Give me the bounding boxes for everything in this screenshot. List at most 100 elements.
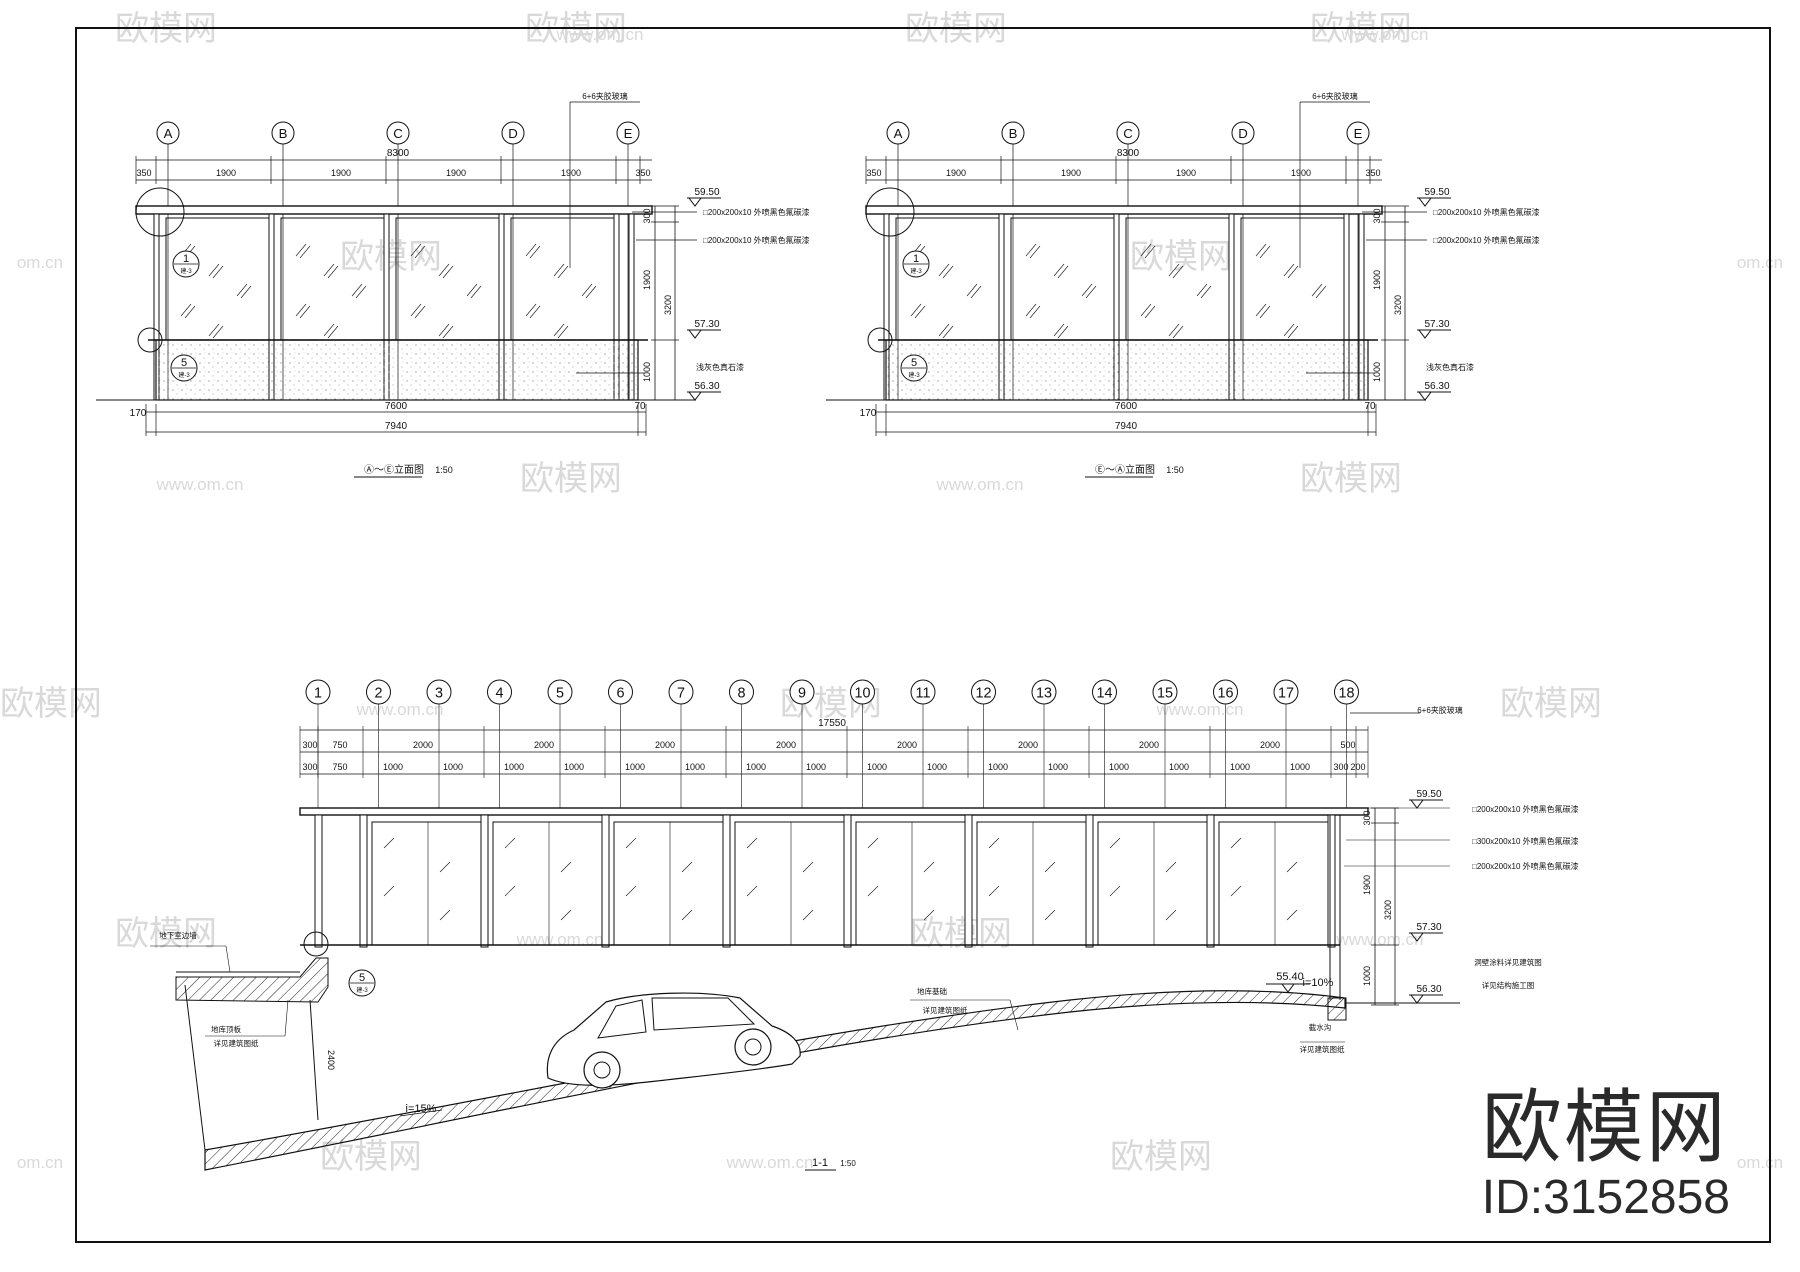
sec-glass-hatch-7-0 (1230, 837, 1242, 849)
glass-hatch-b-2-1 (1172, 265, 1184, 279)
sec-axis-18-label: 18 (1338, 685, 1354, 701)
sec-dim-row2-4: 1000 (504, 762, 524, 772)
glass-hatch-b-2-3 (1144, 305, 1156, 319)
sec-note-beam2: □300x200x10 外喷黑色氟碳漆 (1472, 836, 1579, 846)
sec-detail-zone (303, 931, 329, 957)
sec-drain (1327, 997, 1347, 1021)
note-glass: 6+6夹胶玻璃 (1312, 91, 1358, 101)
sec-dim-row2-12: 1000 (988, 762, 1008, 772)
elev-mid-triangle (1418, 329, 1432, 339)
glass-panel-1 (1010, 217, 1119, 341)
sec-axis-5-label: 5 (556, 685, 564, 701)
glass-hatch-2-3 (1140, 303, 1152, 317)
car-window-front (651, 997, 756, 1031)
dim-span-5: 350 (1365, 168, 1380, 178)
glass-hatch-b-1-4 (1057, 325, 1069, 339)
car-drawing (546, 992, 801, 1089)
sec-vdim-2: 1000 (1362, 966, 1372, 986)
glass-hatch-2-4 (438, 323, 450, 337)
watermark-brand-11: 欧模网 (115, 915, 217, 953)
sec-glass-hatch-5-0 (988, 837, 1000, 849)
glass-hatch-b-0-4 (942, 325, 954, 339)
glass-hatch-b-3-3 (529, 305, 541, 319)
glass-hatch-0-1 (208, 263, 220, 277)
watermark-brand-5: 欧模网 (1130, 238, 1232, 276)
sec-column-2 (480, 814, 489, 948)
sec-left1-leader (225, 945, 231, 973)
glass-hatch-3-2 (1311, 283, 1323, 297)
glass-hatch-b-0-1 (942, 265, 954, 279)
view-title: Ⓐ～Ⓔ立面图 (364, 463, 424, 476)
glass-hatch-b-0-2 (240, 285, 252, 299)
glass-hatch-b-1-2 (1085, 285, 1097, 299)
note-base: 浅灰色真石漆 (696, 362, 744, 372)
sec-note-right1: 洞壁涂料详见建筑图 (1474, 957, 1542, 967)
sec-dim-row1-10: 500 (1340, 740, 1355, 750)
watermark-site-1: www.om.cn (1341, 25, 1429, 44)
sec-axis-1-label: 1 (314, 685, 322, 701)
watermark-brand-6: 欧模网 (520, 460, 622, 498)
elev-top-triangle (1418, 197, 1432, 207)
note-base: 浅灰色真石漆 (1426, 362, 1474, 372)
sec-dim-row1-5: 2000 (776, 740, 796, 750)
elev-mid-triangle (688, 329, 702, 339)
sec-dim-row2-19: 200 (1350, 762, 1365, 772)
glass-hatch-0-1 (938, 263, 950, 277)
sec-dim-row1-9: 2000 (1260, 740, 1280, 750)
sec-column-6 (964, 814, 973, 948)
base-wall (885, 339, 1369, 401)
glass-hatch-b-1-4 (327, 325, 339, 339)
glass-hatch-b-1-3 (1029, 305, 1041, 319)
glass-hatch-2-4 (1168, 323, 1180, 337)
glass-hatch-b-2-1 (442, 265, 454, 279)
watermark-site-7: www.om.cn (1336, 930, 1424, 949)
glass-hatch-b-3-4 (1287, 325, 1299, 339)
glass-hatch-b-2-0 (1144, 245, 1156, 259)
elev-mid-text: 57.30 (1424, 319, 1449, 330)
dim-span-3: 1900 (446, 168, 466, 178)
glass-hatch-b-2-0 (414, 245, 426, 259)
sec-left-wall-line (184, 984, 206, 1151)
sec-note-drain1: 截水沟 (1309, 1022, 1332, 1032)
detail-2-num: 5 (911, 357, 917, 369)
dim-span-0: 350 (136, 168, 151, 178)
watermark-side-2: om.cn (17, 1153, 63, 1172)
vdim-2: 1000 (642, 362, 652, 382)
vdim-1: 1900 (642, 270, 652, 290)
watermark-brand-4: 欧模网 (340, 238, 442, 276)
glass-hatch-3-4 (553, 323, 565, 337)
roof-beam (865, 205, 1383, 215)
view-title: Ⓔ～Ⓐ立面图 (1095, 463, 1155, 476)
sec-glass-hatch-3-3 (802, 909, 814, 921)
glass-hatch-b-0-3 (914, 305, 926, 319)
sec-glass-hatch-0-2 (383, 885, 395, 897)
sec-vdim-1: 1900 (1362, 875, 1372, 895)
car-wheel-rear (583, 1051, 621, 1089)
sec-dim-row1-7: 2000 (1018, 740, 1038, 750)
elev-bot-text: 56.30 (694, 381, 719, 392)
glass-hatch-b-2-2 (470, 285, 482, 299)
sec-axis-12-label: 12 (975, 685, 991, 701)
watermark-side-1: om.cn (1737, 253, 1783, 272)
dim-span-2: 1900 (331, 168, 351, 178)
watermark-site-0: www.om.cn (556, 25, 644, 44)
sec-note-right2: 详见结构施工图 (1482, 980, 1535, 990)
glass-hatch-2-0 (1140, 243, 1152, 257)
glass-hatch-2-1 (1168, 263, 1180, 277)
glass-hatch-3-0 (1255, 243, 1267, 257)
sec-elev-top-triangle (1410, 799, 1424, 809)
glass-hatch-3-1 (553, 263, 565, 277)
glass-hatch-2-2 (1196, 283, 1208, 297)
vdim-1: 1900 (1372, 270, 1382, 290)
sec-dim-row1-2: 2000 (413, 740, 433, 750)
car-window-rear (597, 999, 647, 1039)
sec-ramp-note-leader (1009, 999, 1019, 1031)
sec-glass-hatch-4-1 (923, 861, 935, 873)
sec-glass-hatch-4-0 (867, 837, 879, 849)
sec-dim-row1-0: 300 (302, 740, 317, 750)
watermark-brand: 欧模网 (1481, 1083, 1728, 1172)
dim-right-text: 70 (1364, 401, 1376, 412)
vdim-total: 3200 (1393, 295, 1403, 315)
sec-column-5 (843, 814, 852, 948)
